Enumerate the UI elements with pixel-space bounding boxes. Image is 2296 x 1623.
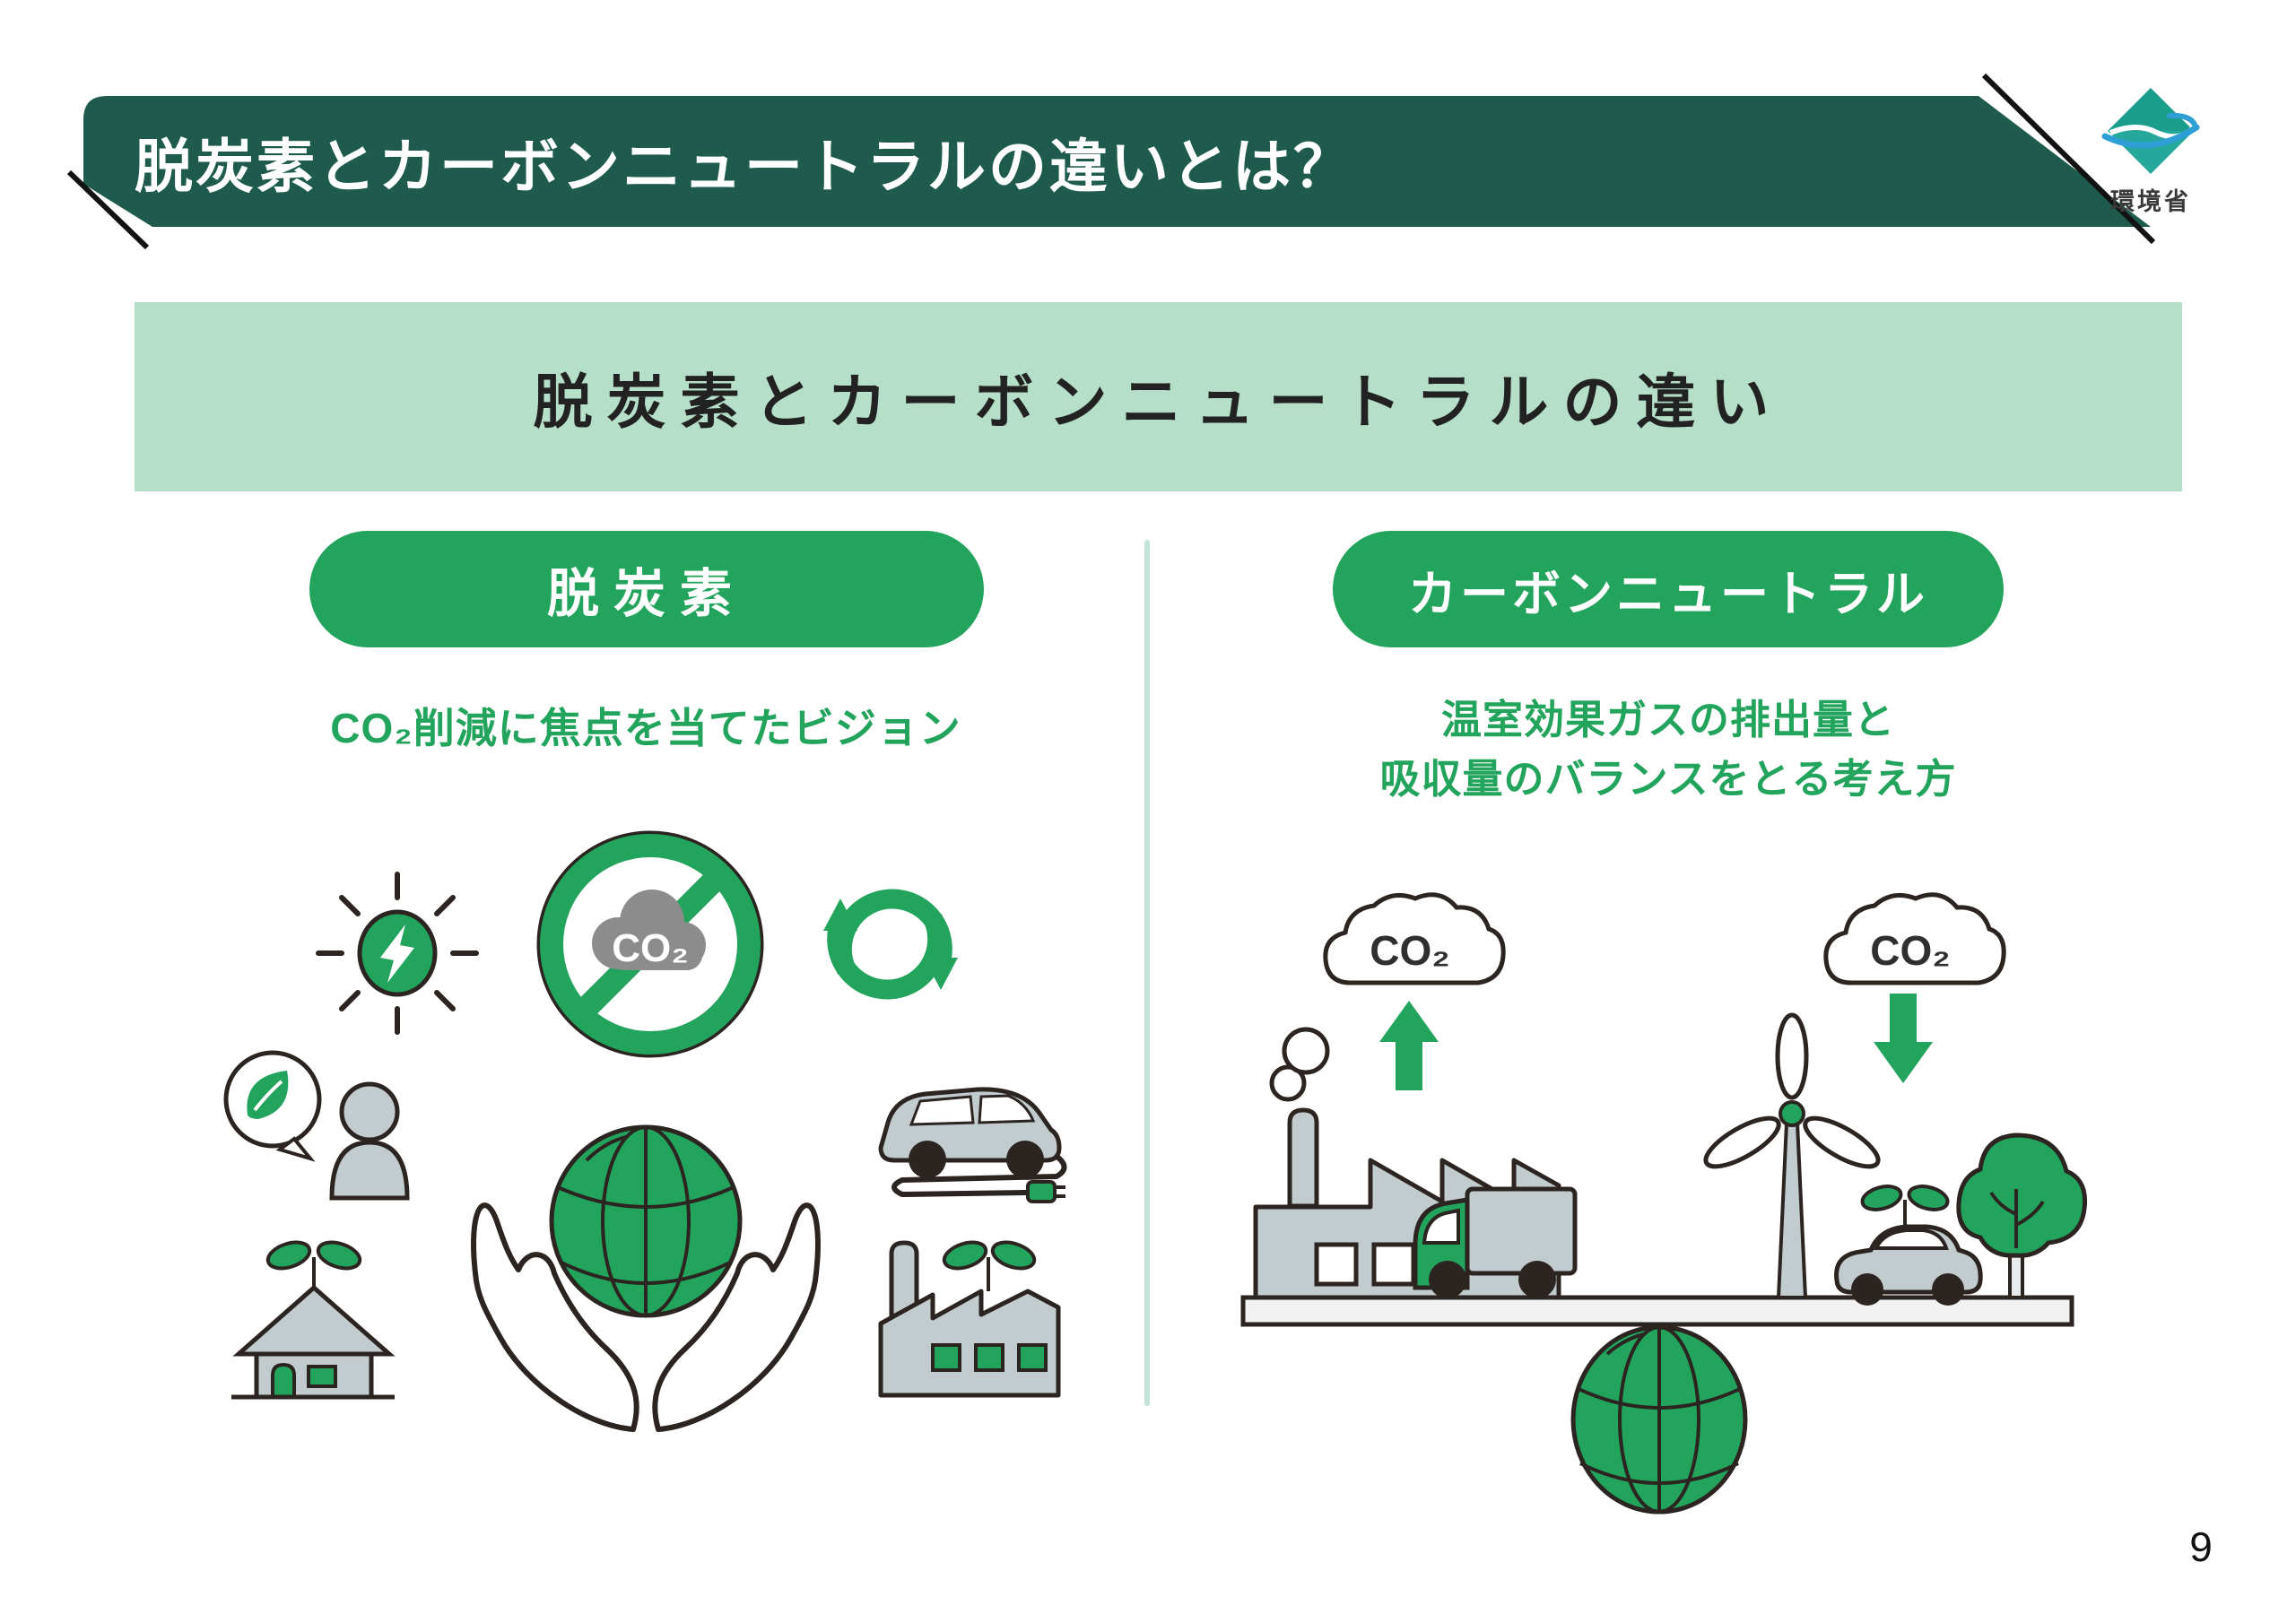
column-divider bbox=[1144, 540, 1150, 1406]
no-co2-icon: CO₂ bbox=[536, 830, 764, 1058]
tree-icon bbox=[1956, 1133, 2088, 1299]
page-title: 脱炭素とカーボンニュートラルの違いとは？ bbox=[135, 134, 1355, 199]
eco-car-icon bbox=[1834, 1185, 1983, 1306]
person-eco-talk-icon bbox=[223, 1050, 410, 1201]
absorption-cloud-icon: CO₂ bbox=[1826, 895, 2004, 1083]
renewable-energy-icon bbox=[316, 872, 479, 1035]
emission-co2-label: CO₂ bbox=[1370, 927, 1449, 974]
absorption-co2-label: CO₂ bbox=[1870, 927, 1950, 974]
down-arrow-icon bbox=[1874, 994, 1933, 1083]
electric-car-icon bbox=[878, 1087, 1067, 1203]
no-co2-label: CO₂ bbox=[612, 926, 689, 970]
left-caption: CO₂削減に焦点を当てたビジョン bbox=[330, 705, 961, 751]
up-arrow-icon bbox=[1379, 1001, 1439, 1090]
emission-cloud-icon: CO₂ bbox=[1323, 892, 1506, 1090]
ministry-logo-label: 環境省 bbox=[2110, 188, 2191, 215]
ministry-logo-icon bbox=[2101, 88, 2200, 174]
right-caption: 温室効果ガスの排出量と 吸収量のバランスをとる考え方 bbox=[1283, 690, 2054, 809]
ministry-logo: 環境省 bbox=[2095, 86, 2206, 217]
eco-house-icon bbox=[231, 1240, 396, 1400]
globe-fulcrum-icon bbox=[1570, 1324, 1748, 1515]
badge-carbon-neutral: カーボンニュートラル bbox=[1333, 531, 2004, 647]
co2-cloud-icon: CO₂ bbox=[592, 890, 706, 970]
recycle-icon bbox=[823, 889, 958, 1000]
header-banner-shape bbox=[66, 73, 2156, 250]
green-factory-icon bbox=[878, 1240, 1061, 1398]
badge-datsutanso: 脱炭素 bbox=[309, 531, 984, 647]
truck-icon bbox=[1413, 1186, 1578, 1298]
carbon-neutral-illustration: CO₂ CO₂ bbox=[1240, 852, 2088, 1515]
decarbonization-illustration: CO₂ bbox=[223, 830, 1067, 1432]
right-caption-line1: 温室効果ガスの排出量と bbox=[1440, 697, 1895, 742]
wind-turbine-icon bbox=[1703, 1012, 1881, 1299]
plug-icon bbox=[1026, 1180, 1057, 1203]
section-title-banner: 脱炭素とカーボンニュートラルの違い bbox=[135, 302, 2182, 491]
hands-holding-globe-icon bbox=[471, 1124, 821, 1432]
page-number: 9 bbox=[2189, 1523, 2213, 1570]
right-caption-line2: 吸収量のバランスをとる考え方 bbox=[1379, 756, 1957, 802]
balance-beam bbox=[1240, 1295, 2074, 1327]
